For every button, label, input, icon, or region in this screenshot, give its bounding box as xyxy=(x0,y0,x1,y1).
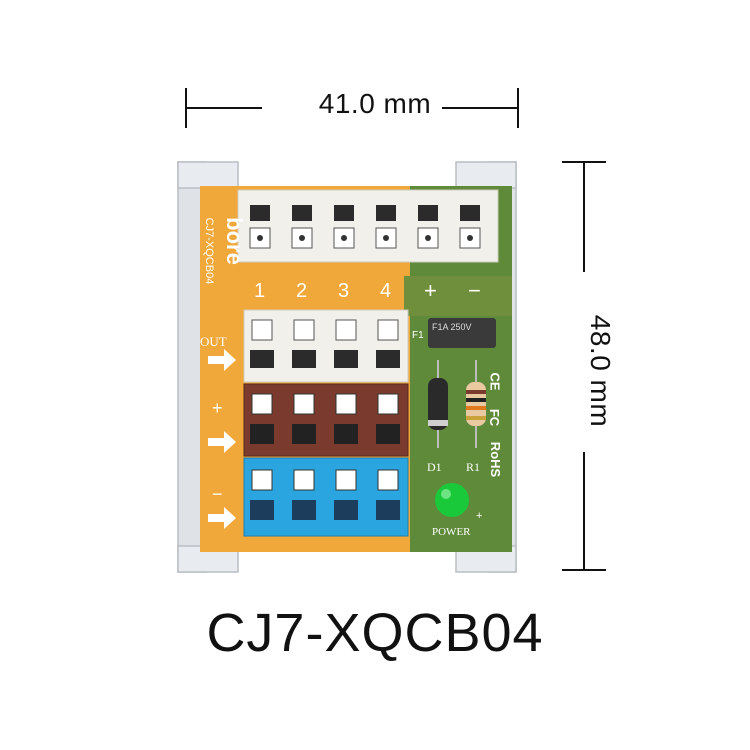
led-label: POWER xyxy=(432,526,471,538)
terminal-number-1: 1 xyxy=(254,280,266,302)
resistor-r1 xyxy=(466,360,486,448)
fuse-id: F1 xyxy=(412,330,424,341)
brand-area xyxy=(210,198,234,298)
led-plus-label: + xyxy=(476,510,483,522)
width-dimension xyxy=(185,88,519,128)
fuse-marking: F1A 250V xyxy=(432,322,472,332)
cert-ce: CE xyxy=(487,372,503,391)
width-dimension-label: 41.0 mm xyxy=(318,88,432,119)
brand-logo: bore xyxy=(222,217,247,265)
terminal-number-plus: + xyxy=(424,278,437,303)
plus-terminal-block xyxy=(243,383,409,457)
out-terminal-block xyxy=(243,309,409,383)
board-model-silkscreen: CJ7-XQCB04 xyxy=(203,217,215,285)
model-name: CJ7-XQCB04 xyxy=(206,603,544,663)
row-label-plus: + xyxy=(212,398,223,418)
height-dimension xyxy=(562,161,606,571)
fuse xyxy=(428,318,496,348)
diode-d1 xyxy=(428,360,448,448)
minus-terminal-block xyxy=(243,457,409,537)
row-label-minus: − xyxy=(212,484,223,504)
terminal-number-3: 3 xyxy=(338,280,350,302)
row-arrows xyxy=(208,349,236,529)
power-led xyxy=(435,483,469,517)
row-label-out: OUT xyxy=(200,334,227,349)
resistor-label: R1 xyxy=(466,460,481,474)
height-dimension-label: 48.0 mm xyxy=(585,314,616,428)
diode-label: D1 xyxy=(427,460,442,474)
top-terminal-strip xyxy=(237,189,499,263)
terminal-number-4: 4 xyxy=(380,280,392,302)
cert-rohs: RoHS xyxy=(488,441,504,478)
terminal-number-2: 2 xyxy=(296,280,308,302)
cert-fc: FC xyxy=(487,408,503,427)
terminal-number-minus: − xyxy=(468,278,481,303)
